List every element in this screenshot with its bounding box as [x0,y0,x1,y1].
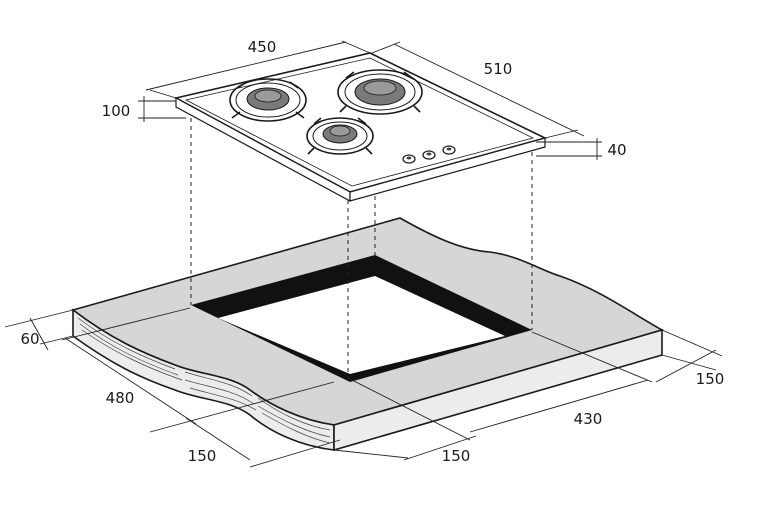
label-front-margin-center: 150 [442,447,471,465]
burner-front [306,117,374,155]
hob [173,52,548,203]
hob-right-thickness [349,137,546,202]
label-front-margin-left: 150 [188,447,217,465]
cutout-opening [218,276,505,374]
burner-right [337,69,423,115]
label-hob-height-above: 100 [102,102,131,120]
dimension-labels: 450 510 100 40 60 480 150 150 430 150 [20,38,724,465]
label-right-margin: 150 [696,370,725,388]
label-hob-width: 450 [248,38,277,56]
worktop-edge-hatching [77,317,331,444]
hob-inner-bevel [184,57,535,187]
label-cutout-depth: 480 [106,389,135,407]
dimension-lines [4,40,723,468]
label-hob-depth: 510 [484,60,513,78]
label-hob-thickness: 40 [607,141,626,159]
alignment-lines [190,118,533,380]
burner-left [229,78,307,122]
label-worktop-thickness: 60 [20,330,39,348]
worktop [71,217,665,452]
label-cutout-width: 430 [574,410,603,428]
control-knobs [402,145,456,164]
